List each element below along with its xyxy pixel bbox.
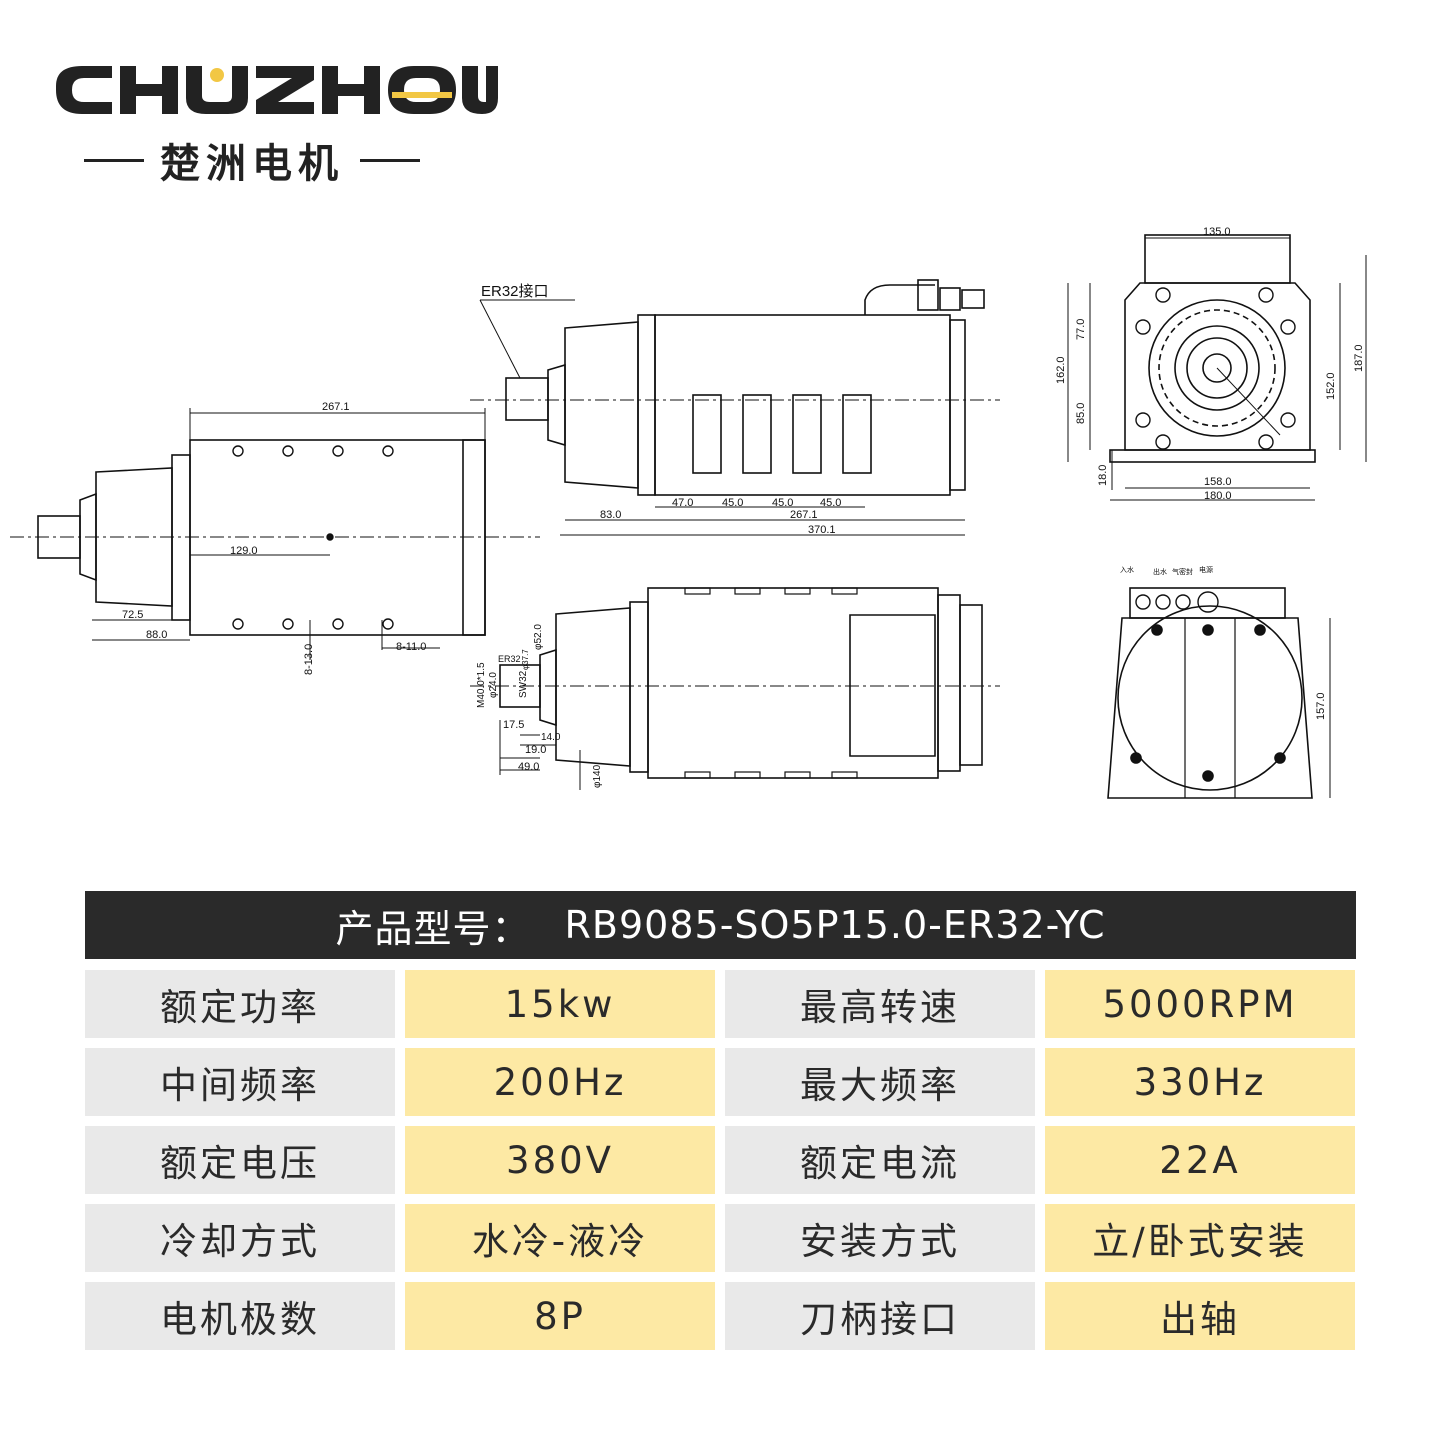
spec-value: 立/卧式安装 (1045, 1204, 1355, 1272)
dim-text: 162.0 (1055, 356, 1067, 384)
spec-label: 刀柄接口 (725, 1282, 1035, 1350)
brand-logo (52, 62, 502, 192)
logo-wordmark (56, 66, 498, 114)
divider (84, 158, 144, 162)
dim-text: 19.0 (525, 744, 546, 756)
dim-text: 157.0 (1315, 692, 1327, 720)
dim-text: 180.0 (1204, 490, 1232, 502)
callout-er32: ER32接口 (481, 283, 549, 300)
model-label: 产品型号： (335, 906, 531, 951)
dim-text: 8-13.0 (303, 644, 315, 675)
spec-value: 水冷-液冷 (405, 1204, 715, 1272)
dim-text: 370.1 (808, 524, 836, 536)
brand-subtitle: 楚洲电机 (42, 132, 462, 188)
spec-value: 15kw (405, 970, 715, 1038)
spec-label: 额定功率 (85, 970, 395, 1038)
spec-value: 5000RPM (1045, 970, 1355, 1038)
model-number: RB9085-SO5P15.0-ER32-YC (564, 903, 1106, 947)
dim-text: 129.0 (230, 545, 258, 557)
dim-text: ER32 (498, 654, 521, 664)
dim-text: φ52.0 (533, 624, 544, 650)
model-title-bar: 产品型号： RB9085-SO5P15.0-ER32-YC (85, 891, 1356, 959)
port-label: 入水 (1120, 565, 1134, 574)
spec-table: 额定功率 15kw 最高转速 5000RPM 中间频率 200Hz 最大频率 3… (85, 970, 1356, 1350)
spec-label: 最大频率 (725, 1048, 1035, 1116)
port-label: 气密封 (1172, 567, 1193, 576)
spec-label: 额定电压 (85, 1126, 395, 1194)
dim-text: 49.0 (518, 761, 539, 773)
dim-text: 152.0 (1325, 372, 1337, 400)
dim-text: 17.5 (503, 719, 524, 731)
spec-label: 安装方式 (725, 1204, 1035, 1272)
side-view (10, 408, 540, 660)
brand-cn-name: 楚洲电机 (160, 141, 344, 187)
end-view (1067, 234, 1367, 501)
dim-text: 187.0 (1353, 344, 1365, 372)
dim-text: 85.0 (1075, 403, 1087, 424)
drawing-svg: 267.1 129.0 72.5 88.0 8-11.0 8-13.0 ER32… (10, 226, 1367, 799)
dim-text: 14.0 (541, 732, 561, 743)
spec-value: 380V (405, 1126, 715, 1194)
spec-label: 电机极数 (85, 1282, 395, 1350)
dim-text: φ24.0 (488, 672, 499, 698)
spec-value: 8P (405, 1282, 715, 1350)
dim-text: 45.0 (820, 497, 841, 509)
divider (360, 158, 420, 162)
spec-label: 冷却方式 (85, 1204, 395, 1272)
dim-text: 267.1 (322, 401, 350, 413)
dim-text: 77.0 (1075, 319, 1087, 340)
dim-text: 72.5 (122, 609, 143, 621)
dim-text: 267.1 (790, 509, 818, 521)
port-label: 出水 (1153, 567, 1167, 576)
technical-drawing: 267.1 129.0 72.5 88.0 8-11.0 8-13.0 ER32… (0, 210, 1440, 830)
rear-view (1107, 587, 1331, 799)
port-label: 电源 (1199, 565, 1213, 574)
spec-value: 出轴 (1045, 1282, 1355, 1350)
spec-label: 最高转速 (725, 970, 1035, 1038)
dim-text: φ37.7 (521, 649, 530, 670)
dim-text: 45.0 (772, 497, 793, 509)
logo-accent-icon (210, 68, 224, 82)
dim-text: 158.0 (1204, 476, 1232, 488)
dim-text: SW32 (518, 670, 529, 698)
spec-label: 中间频率 (85, 1048, 395, 1116)
spec-value: 200Hz (405, 1048, 715, 1116)
dim-text: 88.0 (146, 629, 167, 641)
dim-text: 83.0 (600, 509, 621, 521)
dim-text: 8-11.0 (396, 641, 426, 653)
top-view (470, 279, 1000, 536)
bottom-view (470, 587, 1000, 790)
dim-text: M40.0*1.5 (476, 662, 487, 708)
dim-text: 45.0 (722, 497, 743, 509)
dim-text: 47.0 (672, 497, 693, 509)
spec-value: 22A (1045, 1126, 1355, 1194)
spec-label: 额定电流 (725, 1126, 1035, 1194)
dim-text: φ140 (592, 764, 603, 788)
dim-text: 135.0 (1203, 226, 1231, 238)
dim-text: 18.0 (1097, 465, 1109, 486)
spec-value: 330Hz (1045, 1048, 1355, 1116)
